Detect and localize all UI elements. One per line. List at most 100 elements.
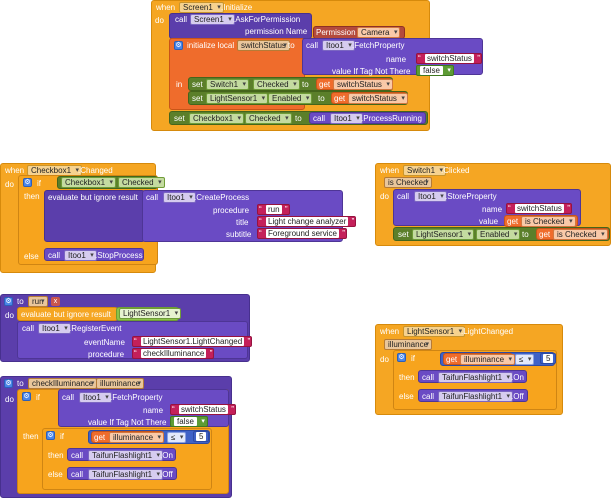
permission-label: Permission [316,28,356,37]
close-icon[interactable]: x [51,297,60,306]
get-variable-dropdown[interactable]: switchStatus [348,93,408,104]
off-method: .Off [160,470,173,479]
flashlight-dropdown[interactable]: TaifunFlashlight1 [438,391,514,402]
switch1-component-dropdown[interactable]: Switch1 [403,165,447,176]
checkbox1-dropdown[interactable]: Checkbox1 [61,177,117,188]
itoo1-dropdown[interactable]: Itoo1 [322,40,355,51]
false-block[interactable]: false [170,416,208,427]
if-keyword: if [411,354,415,363]
procedure-string[interactable]: run [257,204,290,215]
itoo1-dropdown[interactable]: Itoo1 [64,250,97,261]
gear-icon[interactable]: ⚙ [46,431,55,440]
flashlight-dropdown[interactable]: TaifunFlashlight1 [438,372,514,383]
get-keyword: get [507,217,519,226]
is-checked-param[interactable]: is Checked [384,177,432,188]
gear-icon[interactable]: ⚙ [23,178,32,187]
call-keyword: call [71,470,84,479]
permission-name-label: permission Name [245,27,308,36]
itoo1-dropdown[interactable]: Itoo1 [330,113,363,124]
method-name: .AskForPermission [233,15,301,24]
call-keyword: call [146,193,159,202]
gear-icon[interactable]: ⚙ [397,353,406,362]
checked-dropdown[interactable]: Checked [253,79,300,90]
lightsensor1-dropdown[interactable]: LightSensor1 [412,229,475,240]
if-keyword: if [60,432,64,441]
do-keyword: do [5,311,14,320]
gear-icon[interactable]: ⚙ [22,392,31,401]
comparison-operator-dropdown[interactable]: ≤ [167,432,187,443]
is-checked-dropdown[interactable]: is Checked [521,216,576,227]
itoo1-dropdown[interactable]: Itoo1 [38,323,71,334]
flashlight-dropdown[interactable]: TaifunFlashlight1 [88,450,164,461]
procedure-name-run[interactable]: run [28,296,48,307]
create-process-method: .CreateProcess [194,193,250,202]
get-variable-dropdown[interactable]: switchStatus [333,79,393,90]
name-string[interactable]: switchStatus [506,203,572,214]
checked-dropdown[interactable]: Checked [118,177,165,188]
gear-icon[interactable]: ⚙ [174,41,183,50]
is-checked-dropdown[interactable]: is Checked [553,229,608,240]
itoo1-dropdown[interactable]: Itoo1 [79,392,112,403]
itoo1-dropdown[interactable]: Itoo1 [414,191,447,202]
checkbox1-dropdown[interactable]: Checkbox1 [189,113,245,124]
if-keyword: if [36,393,40,402]
false-block[interactable]: false [416,65,454,76]
camera-dropdown[interactable]: Camera [357,27,401,38]
to-keyword: to [288,41,295,50]
gear-icon[interactable]: ⚙ [4,379,13,388]
procedure-string[interactable]: checkIlluminance [132,348,215,359]
name-string[interactable]: switchStatus [416,53,482,64]
to-keyword: to [17,379,24,388]
call-keyword: call [306,41,319,50]
illuminance-dropdown[interactable]: illuminance [109,432,165,443]
itoo1-dropdown[interactable]: Itoo1 [163,192,196,203]
enabled-dropdown[interactable]: Enabled [476,229,521,240]
screen1-component-dropdown[interactable]: Screen1 [179,2,224,13]
get-keyword: get [334,94,346,103]
evaluate-ignore-block[interactable] [44,190,145,242]
to-keyword: to [302,80,309,89]
number-block[interactable]: 5 [540,353,557,364]
call-keyword: call [422,373,435,382]
switch1-dropdown[interactable]: Switch1 [206,79,250,90]
procedure-name-checkilluminance[interactable]: checkIlluminance [28,378,98,389]
then-keyword: then [23,432,39,441]
subtitle-string[interactable]: Foreground service [257,228,347,239]
title-string[interactable]: Light change analyzer [257,216,357,227]
event-name: .Clicked [441,166,470,175]
in-keyword: in [176,80,183,89]
to-keyword: to [295,114,302,123]
name-string[interactable]: switchStatus [170,404,236,415]
event-name-string[interactable]: LightSensor1.LightChanged [132,336,253,347]
set-keyword: set [398,230,409,239]
illuminance-dropdown[interactable]: illuminance [460,354,516,365]
illuminance-param[interactable]: illuminance [96,378,145,389]
fetch-property-method: .FetchProperty [110,393,163,402]
when-keyword: when [156,3,176,12]
register-event-method: .RegisterEvent [69,324,122,333]
else-keyword: else [24,252,39,261]
number-block[interactable]: 5 [193,431,210,442]
local-variable-name[interactable]: switchStatus [237,40,290,51]
name-value[interactable]: switchStatus [425,54,474,63]
fetch-property-method: .FetchProperty [352,41,405,50]
enabled-dropdown[interactable]: Enabled [268,93,313,104]
procedure-label: procedure [88,350,125,359]
evaluate-label: evaluate but ignore result [21,310,111,319]
then-keyword: then [48,451,64,460]
else-keyword: else [399,392,414,401]
checked-dropdown[interactable]: Checked [245,113,292,124]
lightsensor1-dropdown[interactable]: LightSensor1 [206,93,269,104]
name-label: name [386,55,407,64]
illuminance-param[interactable]: illuminance [384,339,433,350]
gear-icon[interactable]: ⚙ [4,297,13,306]
do-keyword: do [5,395,14,404]
screen1-call-dropdown[interactable]: Screen1 [190,14,235,25]
lightsensor1-component-dropdown[interactable]: LightSensor1 [403,326,466,337]
flashlight-dropdown[interactable]: TaifunFlashlight1 [88,469,164,480]
comparison-operator-dropdown[interactable]: ≤ [515,354,535,365]
do-keyword: do [380,192,389,201]
to-keyword: to [17,297,24,306]
lightsensor1-dropdown[interactable]: LightSensor1 [119,308,182,319]
